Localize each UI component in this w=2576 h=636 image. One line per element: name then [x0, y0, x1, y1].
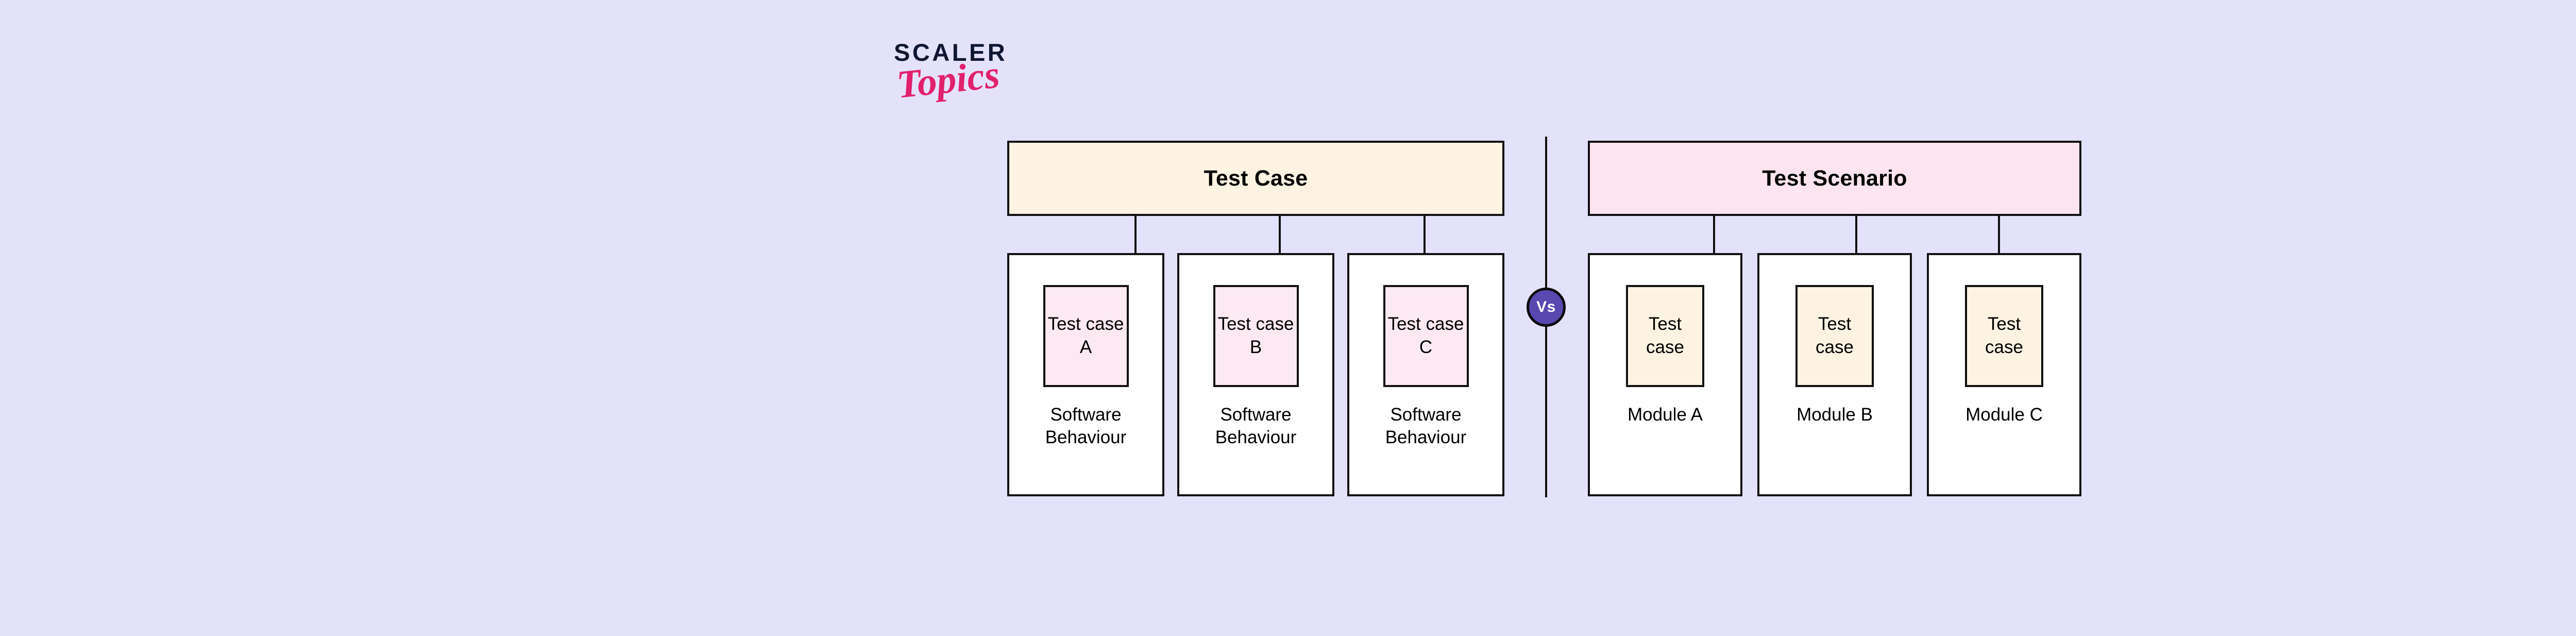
- logo-brand-text: SCALER: [894, 39, 1008, 66]
- panel-header-test-scenario: Test Scenario: [1588, 141, 2081, 216]
- child-card-module-a: Test case Module A: [1588, 253, 1742, 496]
- child-card-module-b: Test case Module B: [1757, 253, 1912, 496]
- child-card-test-case-b: Test case B Software Behaviour: [1177, 253, 1334, 496]
- inner-box-module-b: Test case: [1795, 285, 1874, 387]
- caption-module-b: Module B: [1797, 405, 1873, 425]
- inner-label-module-b: Test case: [1816, 314, 1854, 357]
- connector-line-left-1: [1134, 216, 1137, 253]
- connector-line-left-3: [1423, 216, 1426, 253]
- inner-label-test-case-c: Test case C: [1387, 314, 1464, 357]
- inner-box-module-c: Test case: [1965, 285, 2043, 387]
- inner-label-module-c: Test case: [1985, 314, 2023, 357]
- inner-label-module-a: Test case: [1646, 314, 1684, 357]
- panel-header-test-case: Test Case: [1007, 141, 1504, 216]
- panel-test-scenario: Test Scenario Test case Module A Test ca…: [1588, 141, 2081, 496]
- inner-box-test-case-c: Test case C: [1383, 285, 1469, 387]
- inner-box-test-case-b: Test case B: [1213, 285, 1299, 387]
- vs-badge-label: Vs: [1536, 298, 1556, 315]
- inner-box-module-a: Test case: [1626, 285, 1704, 387]
- inner-box-test-case-a: Test case A: [1043, 285, 1129, 387]
- connector-line-right-1: [1713, 216, 1715, 253]
- connector-line-left-2: [1279, 216, 1281, 253]
- panel-title-test-scenario: Test Scenario: [1762, 165, 1907, 191]
- connector-line-right-3: [1998, 216, 2000, 253]
- connector-line-right-2: [1855, 216, 1857, 253]
- caption-module-c: Module C: [1965, 405, 2043, 425]
- panel-title-test-case: Test Case: [1204, 165, 1308, 191]
- child-card-module-c: Test case Module C: [1927, 253, 2081, 496]
- child-card-test-case-c: Test case C Software Behaviour: [1347, 253, 1504, 496]
- panel-test-case: Test Case Test case A Software Behaviour…: [1007, 141, 1504, 496]
- children-row-test-scenario: Test case Module A Test case Module B Te…: [1588, 253, 2081, 496]
- caption-test-case-b: Software Behaviour: [1215, 405, 1297, 447]
- vs-badge: Vs: [1527, 288, 1566, 327]
- child-card-test-case-a: Test case A Software Behaviour: [1007, 253, 1164, 496]
- children-row-test-case: Test case A Software Behaviour Test case…: [1007, 253, 1504, 496]
- caption-test-case-a: Software Behaviour: [1045, 405, 1127, 447]
- scaler-topics-logo: SCALER Topics: [894, 40, 1043, 130]
- inner-label-test-case-b: Test case B: [1217, 314, 1294, 357]
- caption-module-a: Module A: [1628, 405, 1703, 425]
- caption-test-case-c: Software Behaviour: [1385, 405, 1467, 447]
- inner-label-test-case-a: Test case A: [1047, 314, 1124, 357]
